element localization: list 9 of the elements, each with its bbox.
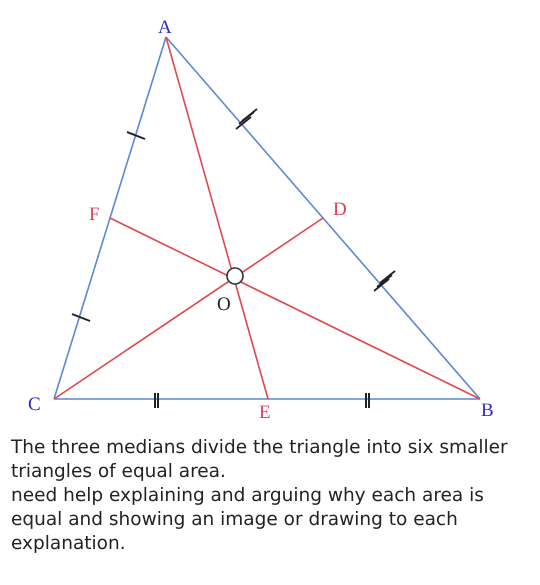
point-label: D [333,200,347,219]
question-text: need help explaining and arguing why each area is equal and showing an image or drawing to each explanation. [11,484,485,556]
point-label: O [217,295,231,314]
point-label: C [28,395,41,414]
point-label: A [158,18,172,37]
point-label: B [481,401,494,420]
question-text: The three medians divide the triangle into six smaller triangles of equal area. [11,436,509,484]
point-label: F [89,205,100,224]
point-label: E [259,403,271,422]
